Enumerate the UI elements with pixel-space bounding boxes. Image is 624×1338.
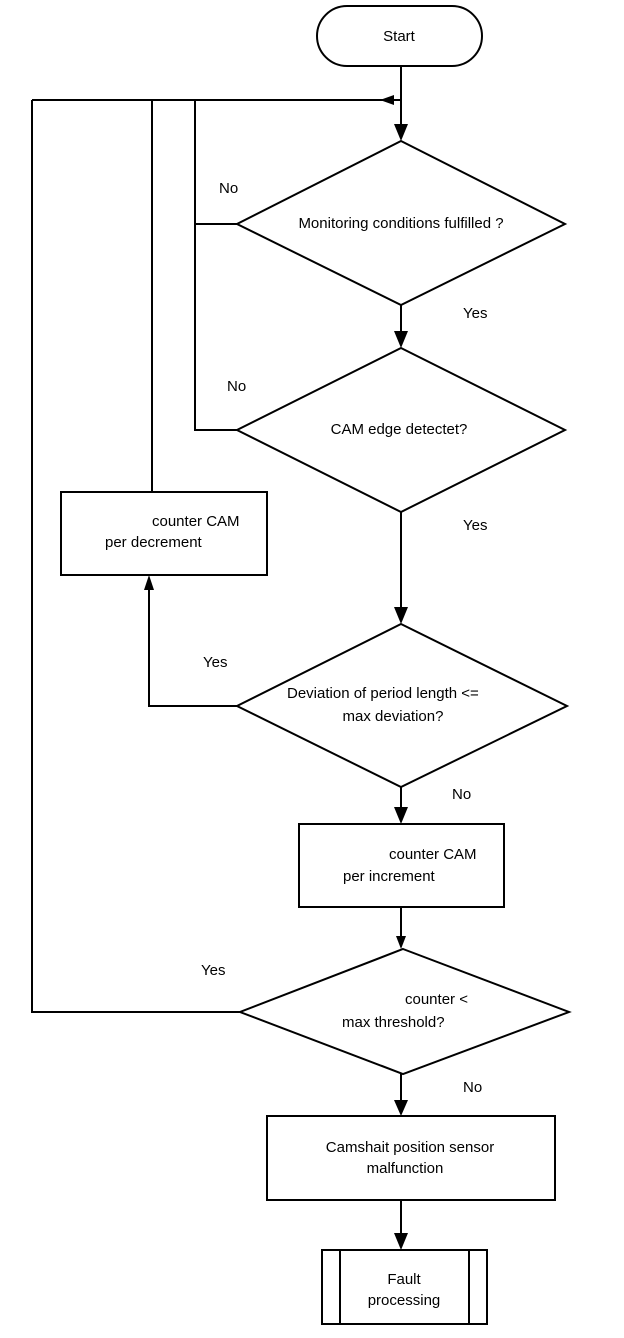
connector-cam-edge-no-loop xyxy=(194,224,237,431)
threshold-label-line2: max threshold? xyxy=(342,1014,445,1031)
arrowhead-into-deviation xyxy=(394,607,408,624)
increment-label-line2: per increment xyxy=(343,868,436,885)
edge-label-deviation-no: No xyxy=(452,786,471,803)
decrement-process xyxy=(60,491,268,576)
threshold-decision xyxy=(237,947,572,1076)
malfunction-label-line1: Camshait position sensor xyxy=(326,1139,494,1156)
arrowhead-merge-right xyxy=(380,95,394,105)
arrowhead-into-fault xyxy=(394,1233,408,1250)
deviation-label-line2: max deviation? xyxy=(343,708,444,725)
deviation-decision xyxy=(234,622,570,789)
edge-label-deviation-yes: Yes xyxy=(203,654,227,671)
connector-threshold-yes-loop xyxy=(31,100,240,1013)
fault-predefined-process xyxy=(321,1249,488,1325)
cam-edge-decision xyxy=(234,346,568,514)
connector-deviation-yes xyxy=(148,588,237,707)
start-terminator xyxy=(316,5,483,67)
increment-label-line1: counter CAM xyxy=(389,846,477,863)
start-label: Start xyxy=(383,28,416,45)
arrowhead-into-threshold xyxy=(396,936,406,949)
arrowhead-into-decrement xyxy=(144,575,154,590)
arrowhead-into-cam-edge xyxy=(394,331,408,348)
arrowhead-into-monitoring xyxy=(394,124,408,141)
edge-label-monitoring-no: No xyxy=(219,180,238,197)
deviation-label-line1: Deviation of period length <= xyxy=(287,685,479,702)
malfunction-process xyxy=(266,1115,556,1201)
edge-label-threshold-no: No xyxy=(463,1079,482,1096)
monitoring-decision xyxy=(234,139,568,307)
decrement-label-line2: per decrement xyxy=(105,534,203,551)
decrement-label-line1: counter CAM xyxy=(152,513,240,530)
threshold-label-line1: counter < xyxy=(405,991,468,1008)
increment-process xyxy=(298,823,505,908)
fault-label-line2: processing xyxy=(368,1292,441,1309)
edge-label-threshold-yes: Yes xyxy=(201,962,225,979)
arrowhead-into-increment xyxy=(394,807,408,824)
edge-label-cam-edge-yes: Yes xyxy=(463,517,487,534)
edge-label-monitoring-yes: Yes xyxy=(463,305,487,322)
monitoring-label: Monitoring conditions fulfilled ? xyxy=(298,215,503,232)
cam-edge-label: CAM edge detectet? xyxy=(331,421,468,438)
connector-monitoring-no-loop xyxy=(194,100,237,225)
malfunction-label-line2: malfunction xyxy=(367,1160,444,1177)
fault-label-line1: Fault xyxy=(387,1271,421,1288)
edge-label-cam-edge-no: No xyxy=(227,378,246,395)
arrowhead-into-malfunction xyxy=(394,1100,408,1116)
